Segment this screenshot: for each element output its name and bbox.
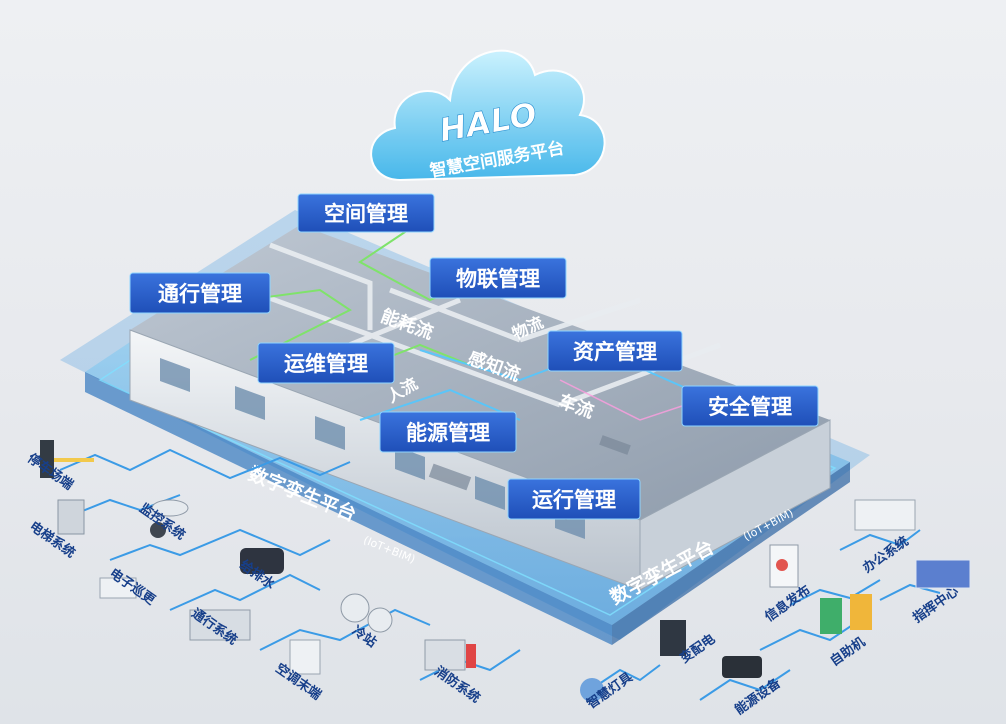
device-access-system: 通行系统 [188, 605, 251, 648]
device-lighting: 智慧灯具 [580, 669, 636, 712]
halo-cloud: HALO 智慧空间服务平台 [370, 49, 606, 182]
pump-icon [240, 548, 284, 574]
device-command-label: 指挥中心 [910, 583, 962, 626]
module-iot: 物联管理 [429, 257, 567, 299]
parking-barrier-icon [40, 440, 54, 478]
device-command: 指挥中心 [910, 559, 971, 626]
device-water: 给排水 [237, 548, 284, 593]
device-power: 变配电 [660, 620, 718, 666]
power-cabinet-icon [660, 620, 686, 656]
module-access: 通行管理 [129, 272, 271, 314]
turnstile-icon [189, 609, 251, 641]
patrol-device-icon [99, 577, 137, 599]
device-info-label: 信息发布 [762, 582, 814, 625]
module-safety-label: 安全管理 [708, 395, 792, 419]
kiosk-icon [820, 598, 842, 634]
device-patrol: 电子巡更 [99, 565, 159, 609]
device-monitoring: 监控系统 [136, 499, 189, 543]
elevator-icon [57, 499, 85, 535]
ac-unit-icon [289, 639, 321, 675]
module-asset-label: 资产管理 [573, 340, 657, 364]
device-fire: 消防系统 [424, 639, 483, 706]
module-safety: 安全管理 [681, 385, 819, 427]
info-screen-icon [769, 544, 799, 588]
camera-icon [151, 499, 189, 517]
office-desk-icon [854, 499, 916, 531]
chiller-icon [340, 593, 370, 623]
module-asset: 资产管理 [547, 330, 683, 372]
module-energy: 能源管理 [379, 411, 517, 453]
device-parking: 停车场端 [24, 440, 94, 493]
device-info: 信息发布 [762, 544, 814, 625]
module-space: 空间管理 [297, 193, 435, 233]
device-chiller: 冷站 [340, 593, 393, 651]
module-operation: 运行管理 [507, 478, 641, 520]
module-operation-label: 运行管理 [532, 488, 616, 512]
module-iot-label: 物联管理 [456, 267, 540, 291]
device-kiosk-label: 自助机 [827, 634, 868, 669]
device-kiosk: 自助机 [820, 594, 872, 669]
module-energy-label: 能源管理 [406, 421, 490, 445]
device-energy-label: 能源设备 [732, 675, 785, 719]
building-model [129, 221, 831, 591]
energy-device-icon [722, 656, 762, 678]
fire-panel-icon [424, 639, 466, 671]
module-access-label: 通行管理 [158, 282, 242, 306]
module-om-label: 运维管理 [284, 352, 368, 376]
module-om: 运维管理 [257, 342, 395, 384]
module-space-label: 空间管理 [324, 202, 408, 226]
device-ac-terminal: 空调末端 [272, 639, 324, 703]
lamp-icon [580, 678, 604, 702]
command-screen-icon [915, 559, 971, 589]
device-elevator: 电梯系统 [26, 499, 85, 561]
